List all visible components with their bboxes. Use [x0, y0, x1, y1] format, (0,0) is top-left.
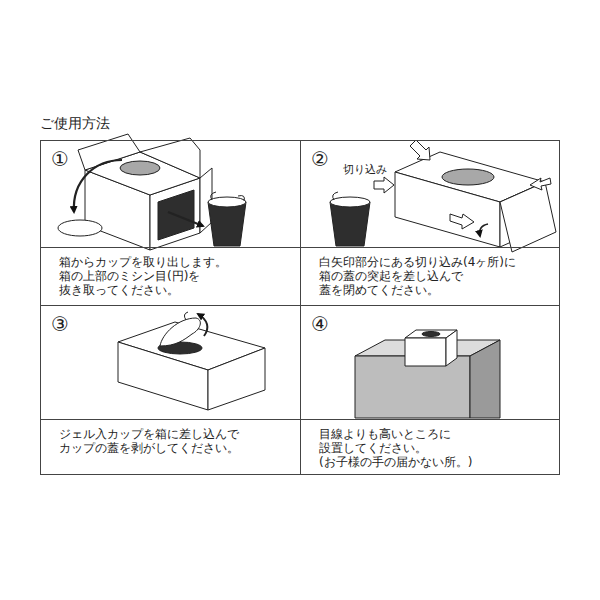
- step-number: ②: [311, 147, 329, 171]
- panel-divider: [41, 247, 300, 248]
- step-text: 目線よりも高いところに 設置してください。 (お子様の手の届かない所。): [319, 427, 472, 469]
- step-number: ④: [311, 312, 329, 336]
- panel-divider: [41, 419, 300, 420]
- panel-divider: [301, 419, 559, 420]
- callout-label: 切り込み: [342, 163, 388, 176]
- step-number: ③: [51, 312, 69, 336]
- step-panel: ④ 目線よりも高いところに 設置してください。 (お子様の手の届かない所。): [300, 305, 560, 475]
- step-panel: ① 箱からカップを取り出します。 箱の上部のミシン目(円)を 抜き取ってください。: [40, 140, 301, 306]
- step-text: 箱からカップを取り出します。 箱の上部のミシン目(円)を 抜き取ってください。: [59, 255, 227, 297]
- step-panel: ② 白矢印部分にある切り込み(4ヶ所)に 箱の蓋の突起を差し込んで 蓋を閉めてくだ…: [300, 140, 560, 306]
- step-number: ①: [51, 147, 69, 171]
- step-panel: ③ ジェル入カップを箱に差し込んで カップの蓋を剥がしてください。: [40, 305, 301, 475]
- step-text: 白矢印部分にある切り込み(4ヶ所)に 箱の蓋の突起を差し込んで 蓋を閉めてくださ…: [319, 255, 516, 297]
- step-text: ジェル入カップを箱に差し込んで カップの蓋を剥がしてください。: [59, 427, 239, 455]
- panel-divider: [301, 247, 559, 248]
- title: ご使用方法: [40, 114, 110, 132]
